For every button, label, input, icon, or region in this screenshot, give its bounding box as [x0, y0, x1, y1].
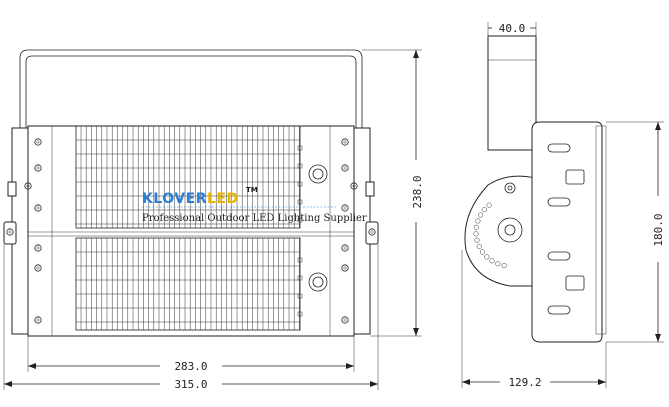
dimension-label-180: 180.0 [652, 213, 665, 246]
side-slots [547, 143, 585, 315]
dimension-label-40: 40.0 [499, 22, 526, 35]
dimension-depth: 129.2 [461, 250, 607, 389]
pivot-small-right [365, 181, 375, 197]
pivot-disc [464, 175, 536, 287]
dimension-height-overall: 238.0 [362, 49, 424, 337]
dimension-label-129: 129.2 [508, 376, 541, 389]
dimension-label-283: 283.0 [174, 360, 207, 373]
dimension-height-side: 180.0 [606, 121, 665, 343]
logo-text-klover: KLOVER [142, 191, 207, 207]
dimension-outer-width: 315.0 [3, 244, 379, 391]
angle-adjust-holes [473, 202, 507, 269]
logo-trademark: TM [246, 186, 258, 194]
mounting-bracket [19, 49, 363, 128]
dimension-inner-width: 283.0 [27, 336, 355, 373]
logo-slogan: Professional Outdoor LED Lighting Suppli… [142, 213, 367, 224]
dimension-label-315: 315.0 [174, 378, 207, 391]
svg-text:KLOVERLED: KLOVERLED [142, 191, 239, 207]
side-bracket-arm [487, 35, 537, 151]
light-housing [27, 125, 355, 337]
logo-text-led: LED [207, 191, 239, 207]
heatsink-fins-lower [75, 237, 303, 331]
pivot-center-bolt [497, 217, 523, 243]
dimension-bracket-width: 40.0 [487, 22, 537, 36]
mounting-bolts [6, 138, 376, 324]
side-view: 40.0 180.0 129.2 [461, 22, 665, 389]
brand-logo: KLOVERLED TM Professional Outdoor LED Li… [142, 186, 367, 224]
pivot-small-left [7, 181, 17, 197]
cable-gland-upper [308, 164, 328, 184]
side-housing [531, 121, 603, 343]
cable-gland-lower [308, 272, 328, 292]
front-view: KLOVERLED TM Professional Outdoor LED Li… [3, 49, 424, 391]
heatsink-fins-upper [75, 125, 303, 229]
dimension-label-238: 238.0 [411, 175, 424, 208]
